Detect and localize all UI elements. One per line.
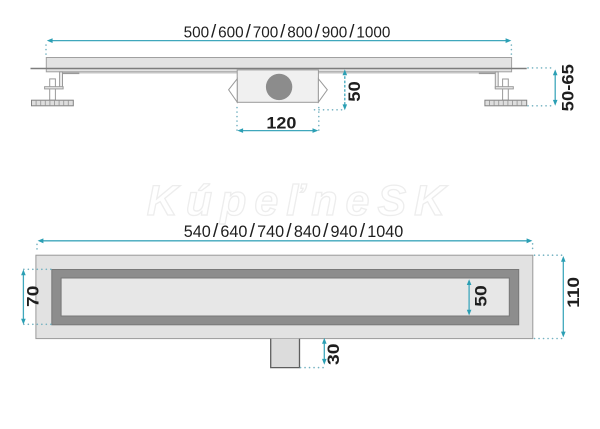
svg-text:540/640/740/840/940/1040: 540/640/740/840/940/1040 [184, 220, 404, 242]
svg-text:70: 70 [24, 286, 42, 307]
svg-text:50: 50 [472, 285, 490, 307]
svg-text:110: 110 [565, 277, 583, 308]
svg-text:50: 50 [346, 81, 364, 102]
svg-text:500/600/700/800/900/1000: 500/600/700/800/900/1000 [184, 20, 391, 41]
svg-text:30: 30 [325, 343, 343, 365]
svg-text:50-65: 50-65 [560, 64, 578, 111]
svg-text:120: 120 [266, 115, 296, 133]
svg-text:KúpeľneSK: KúpeľneSK [147, 177, 453, 225]
